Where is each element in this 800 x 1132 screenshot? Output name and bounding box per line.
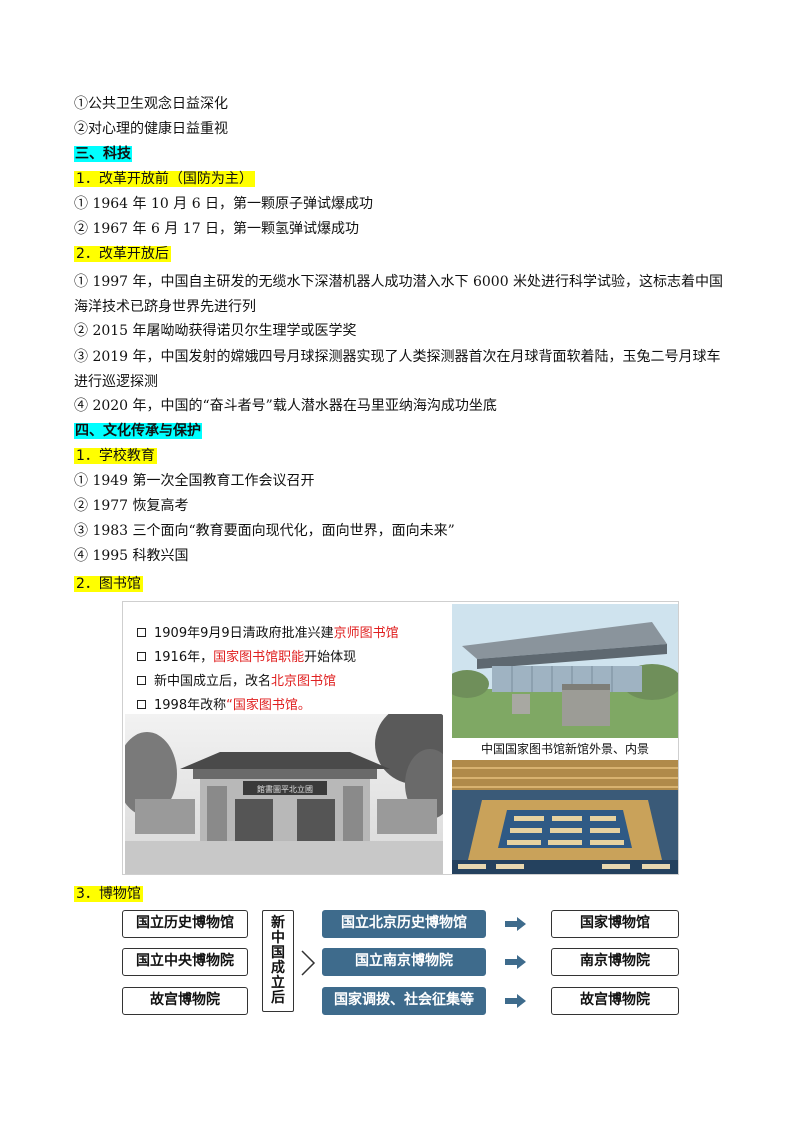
library-item-highlight: 北京图书馆 — [271, 674, 337, 689]
library-item-text: 1998年改称 — [154, 698, 227, 713]
tech-sub1-heading: 1．改革开放前（国防为主） — [74, 169, 255, 189]
culture-sub1-item-4: ④ 1995 科教兴国 — [74, 548, 189, 564]
health-item-1: ①公共卫生观念日益深化 — [74, 96, 228, 112]
new-library-exterior-photo — [452, 604, 678, 738]
tech-heading: 三、科技 — [74, 146, 132, 162]
museum-process-box: 国立南京博物院 — [322, 948, 486, 976]
arrow-right-icon — [505, 955, 526, 969]
library-list-item: 1909年9月9日清政府批准兴建京师图书馆 — [137, 622, 399, 646]
vertical-char: 中 — [271, 930, 285, 946]
library-item-text: 1916年， — [154, 650, 214, 665]
tech-sub2-heading: 2．改革开放后 — [74, 244, 171, 264]
tech-sub1-item-2: ② 1967 年 6 月 17 日，第一颗氢弹试爆成功 — [74, 221, 360, 237]
vertical-char: 新 — [271, 915, 285, 931]
museum-result-box: 南京博物院 — [551, 948, 679, 976]
culture-sub2-heading: 2．图书馆 — [74, 574, 143, 594]
library-item-text-end: 开始体现 — [304, 650, 357, 665]
museum-origin-box: 国立历史博物馆 — [122, 910, 248, 938]
tech-sub2-item-2: ② 2015 年屠呦呦获得诺贝尔生理学或医学奖 — [74, 323, 357, 339]
square-bullet-icon — [137, 628, 146, 637]
library-item-highlight: 国家图书馆职能 — [213, 650, 305, 665]
tech-sub1-label: 1．改革开放前（国防为主） — [74, 171, 255, 187]
culture-sub3-label: 3．博物馆 — [74, 886, 143, 902]
tech-sub2-item-3: ③ 2019 年，中国发射的嫦娥四号月球探测器实现了人类探测器首次在月球背面软着… — [74, 349, 721, 390]
vertical-char: 国 — [271, 945, 285, 961]
arrow-right-icon — [505, 917, 526, 931]
tech-sub1-item-1: ① 1964 年 10 月 6 日，第一颗原子弹试爆成功 — [74, 196, 374, 212]
culture-sub1-item-1: ① 1949 第一次全国教育工作会议召开 — [74, 473, 315, 489]
chevron-right-icon — [301, 950, 316, 976]
library-item-text: 1909年9月9日清政府批准兴建 — [154, 626, 334, 641]
new-library-interior-photo — [452, 760, 678, 874]
vertical-char: 成 — [271, 960, 285, 976]
library-list-item: 新中国成立后，改名北京图书馆 — [137, 670, 399, 694]
culture-sub1-item-3: ③ 1983 三个面向“教育要面向现代化，面向世界，面向未来” — [74, 523, 455, 539]
after-founding-label: 新 中 国 成 立 后 — [262, 910, 294, 1012]
culture-sub1-heading: 1．学校教育 — [74, 446, 157, 466]
old-library-gate-photo: 館書圖平北立國 — [125, 714, 443, 874]
library-figure: 1909年9月9日清政府批准兴建京师图书馆 1916年，国家图书馆职能开始体现 … — [122, 601, 679, 875]
square-bullet-icon — [137, 700, 146, 709]
vertical-char: 后 — [271, 990, 285, 1006]
museum-result-box: 国家博物馆 — [551, 910, 679, 938]
section-heading-culture: 四、文化传承与保护 — [74, 421, 202, 441]
culture-sub3-heading: 3．博物馆 — [74, 884, 143, 904]
museum-process-box: 国立北京历史博物馆 — [322, 910, 486, 938]
library-history-list: 1909年9月9日清政府批准兴建京师图书馆 1916年，国家图书馆职能开始体现 … — [137, 622, 399, 718]
tech-sub2-item-1: ① 1997 年，中国自主研发的无缆水下深潜机器人成功潜入水下 6000 米处进… — [74, 274, 724, 315]
tech-sub2-label: 2．改革开放后 — [74, 246, 171, 262]
library-list-item: 1998年改称“国家图书馆。 — [137, 694, 399, 718]
health-item-2: ②对心理的健康日益重视 — [74, 121, 228, 137]
square-bullet-icon — [137, 676, 146, 685]
library-item-text: 新中国成立后，改名 — [154, 674, 272, 689]
culture-sub2-label: 2．图书馆 — [74, 576, 143, 592]
museum-result-box: 故宫博物院 — [551, 987, 679, 1015]
vertical-char: 立 — [271, 975, 285, 991]
museum-process-box: 国家调拨、社会征集等 — [322, 987, 486, 1015]
museum-origin-box: 国立中央博物院 — [122, 948, 248, 976]
section-heading-tech: 三、科技 — [74, 144, 132, 164]
square-bullet-icon — [137, 652, 146, 661]
library-photo-caption: 中国国家图书馆新馆外景、内景 — [480, 742, 649, 756]
culture-heading: 四、文化传承与保护 — [74, 423, 202, 439]
library-item-highlight: “国家图书馆。 — [226, 698, 311, 713]
museum-origin-box: 故宫博物院 — [122, 987, 248, 1015]
culture-sub1-item-2: ② 1977 恢复高考 — [74, 498, 189, 514]
library-item-highlight: 京师图书馆 — [333, 626, 399, 641]
library-list-item: 1916年，国家图书馆职能开始体现 — [137, 646, 399, 670]
gate-sign-text: 館書圖平北立國 — [257, 784, 313, 794]
culture-sub1-label: 1．学校教育 — [74, 448, 157, 464]
tech-sub2-item-4: ④ 2020 年，中国的“奋斗者号”载人潜水器在马里亚纳海沟成功坐底 — [74, 398, 497, 414]
arrow-right-icon — [505, 994, 526, 1008]
